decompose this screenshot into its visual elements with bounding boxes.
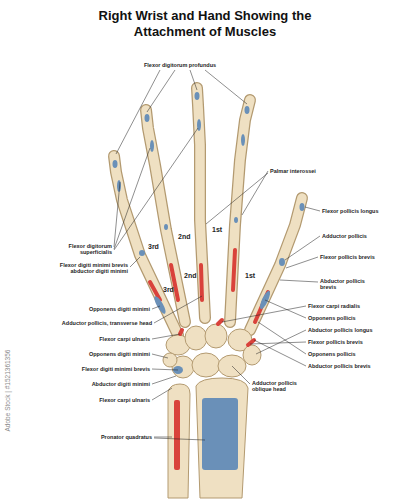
muscle-label: Adductor pollicis oblique head bbox=[252, 380, 312, 393]
muscle-label: Flexor carpi ulnaris bbox=[40, 336, 150, 342]
muscle-label: Abductor pollicis brevis bbox=[308, 363, 400, 369]
muscle-label: Flexor pollicis brevis bbox=[308, 339, 400, 345]
muscle-label: Flexor digiti minimi brevis abductor dig… bbox=[44, 262, 128, 275]
callout-number: 3rd bbox=[163, 286, 177, 294]
muscle-label: Adductor pollicis bbox=[322, 233, 402, 239]
muscle-label: Opponens pollicis bbox=[308, 315, 400, 321]
muscle-label: Flexor digiti minimi brevis bbox=[40, 366, 150, 372]
callout-number: 1st bbox=[212, 226, 226, 234]
bone-fill bbox=[114, 88, 302, 335]
muscle-label: Pronator quadratus bbox=[40, 434, 152, 440]
bone-outline bbox=[114, 88, 302, 335]
muscle-label: Flexor digitorum profundus bbox=[130, 62, 230, 68]
callout-number: 2nd bbox=[184, 272, 198, 280]
diagram-title: Right Wrist and Hand Showing the Attachm… bbox=[90, 8, 320, 39]
muscle-label: Flexor pollicis longus bbox=[322, 208, 402, 214]
muscle-label: Opponens pollicis bbox=[308, 351, 400, 357]
watermark: Adobe Stock | #1521361356 bbox=[5, 349, 12, 431]
muscle-label: Flexor carpi radialis bbox=[308, 303, 400, 309]
forearm-bones bbox=[168, 378, 248, 498]
muscle-label: Flexor digitorum superficialis bbox=[60, 243, 112, 256]
muscle-label: Abductor pollicis brevis bbox=[320, 278, 370, 291]
muscle-label: Palmar interossei bbox=[270, 168, 330, 174]
callout-number: 2nd bbox=[178, 233, 192, 241]
muscle-label: Abductor pollicis longus bbox=[308, 327, 400, 333]
origin-areas bbox=[150, 250, 268, 345]
muscle-label: Adductor pollicis, transverse head bbox=[40, 320, 152, 326]
muscle-label: Flexor carpi ulnaris bbox=[40, 397, 150, 403]
callout-number: 3rd bbox=[148, 243, 162, 251]
muscle-label: Opponens digiti minimi bbox=[40, 351, 150, 357]
muscle-label: Abductor digiti minimi bbox=[40, 381, 150, 387]
muscle-label: Flexor pollicis brevis bbox=[320, 254, 402, 260]
callout-number: 1st bbox=[245, 272, 259, 280]
insertion-areas bbox=[113, 92, 305, 374]
muscle-label: Opponens digiti minimi bbox=[40, 306, 150, 312]
